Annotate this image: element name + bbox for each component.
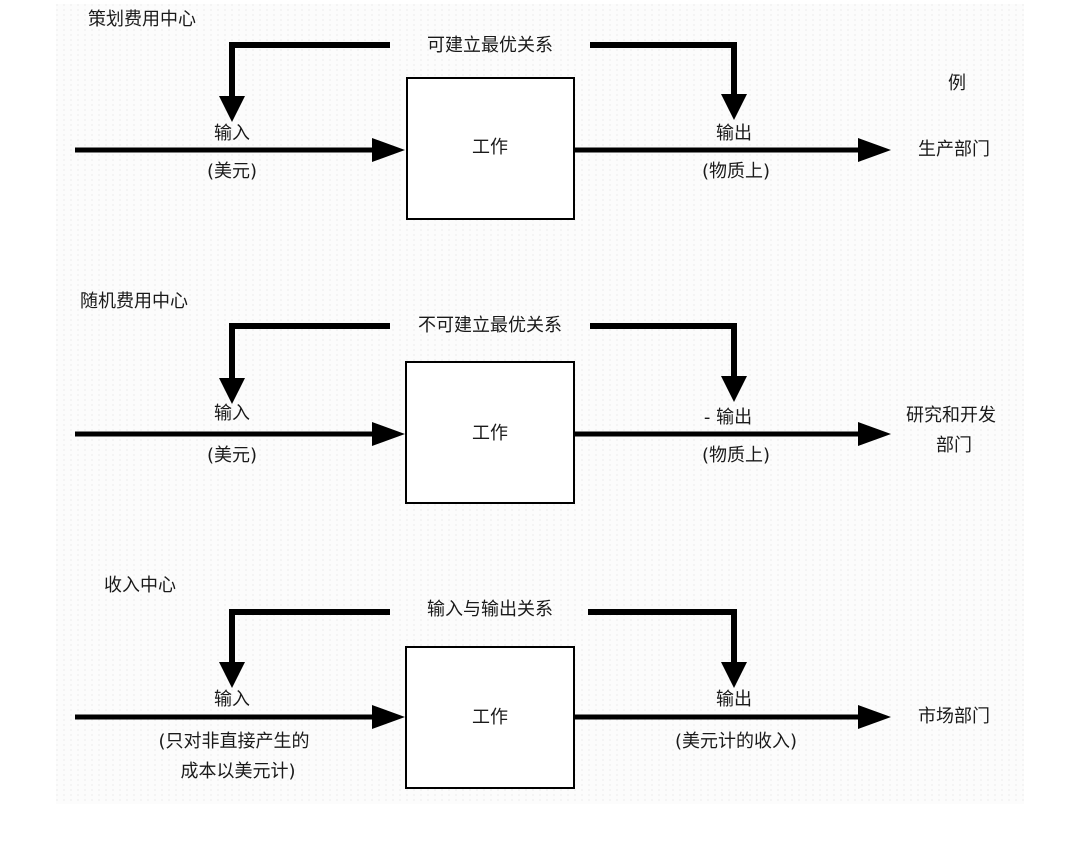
section-2-output-arrowhead	[858, 422, 891, 446]
section-1-relation-label: 可建立最优关系	[427, 35, 553, 56]
section-2-example-line2: 部门	[936, 435, 972, 456]
section-2-work-box	[405, 361, 575, 504]
section-2-output-sub: (物质上)	[701, 445, 771, 466]
section-3-title: 收入中心	[104, 575, 176, 596]
section-3-example: 市场部门	[918, 706, 990, 727]
section-2-feedback-right-arrowhead	[721, 376, 747, 402]
section-3-work-box	[405, 646, 575, 789]
legend-header: 例	[948, 73, 966, 94]
section-2-relation-label: 不可建立最优关系	[418, 315, 562, 336]
section-3-feedback-left-arrowhead	[219, 662, 245, 688]
section-3-graphics	[75, 609, 891, 789]
section-1-output-label: 输出	[716, 123, 752, 144]
section-3-input-label: 输入	[214, 689, 250, 710]
section-3-output-arrowhead	[858, 705, 891, 729]
section-2-input-arrowhead	[372, 422, 405, 446]
section-1-work-label: 工作	[472, 137, 508, 158]
section-1-input-label: 输入	[214, 123, 250, 144]
section-1-output-arrowhead	[858, 138, 891, 162]
section-3-work-label: 工作	[472, 707, 508, 728]
section-1-feedback-right-line	[590, 42, 737, 98]
section-1-feedback-right-arrowhead	[721, 94, 747, 120]
section-1-feedback-left-line	[229, 42, 390, 100]
section-1-feedback-left-arrowhead	[219, 96, 245, 122]
section-2-graphics	[75, 323, 891, 504]
section-3-input-sub-line1: (只对非直接产生的	[158, 731, 310, 752]
section-2-input-label: 输入	[214, 403, 250, 424]
section-3-input-sub-line2: 成本以美元计)	[180, 761, 296, 782]
section-2-feedback-left-line	[229, 323, 390, 382]
section-1-output-sub: (物质上)	[701, 161, 771, 182]
section-2-title: 随机费用中心	[80, 291, 188, 312]
section-2-feedback-right-line	[590, 323, 737, 380]
section-1-input-sub: (美元)	[206, 161, 258, 182]
section-3-output-label: 输出	[716, 689, 752, 710]
section-1-example: 生产部门	[918, 139, 990, 160]
section-3-output-sub: (美元计的收入)	[674, 731, 798, 752]
section-3-feedback-right-line	[588, 609, 737, 666]
section-2-output-label: - 输出	[703, 407, 753, 428]
section-2-feedback-left-arrowhead	[219, 378, 245, 404]
section-3-relation-label: 输入与输出关系	[427, 599, 553, 620]
section-2-work-label: 工作	[472, 423, 508, 444]
section-1-input-arrowhead	[372, 138, 405, 162]
section-3-input-arrowhead	[372, 705, 405, 729]
section-2-example-line1: 研究和开发	[906, 405, 996, 426]
section-1-graphics	[75, 42, 891, 220]
section-2-input-sub: (美元)	[206, 445, 258, 466]
section-1-work-box	[406, 77, 575, 220]
section-1-title: 策划费用中心	[88, 9, 196, 30]
section-3-feedback-left-line	[229, 609, 390, 666]
section-3-feedback-right-arrowhead	[721, 662, 747, 688]
